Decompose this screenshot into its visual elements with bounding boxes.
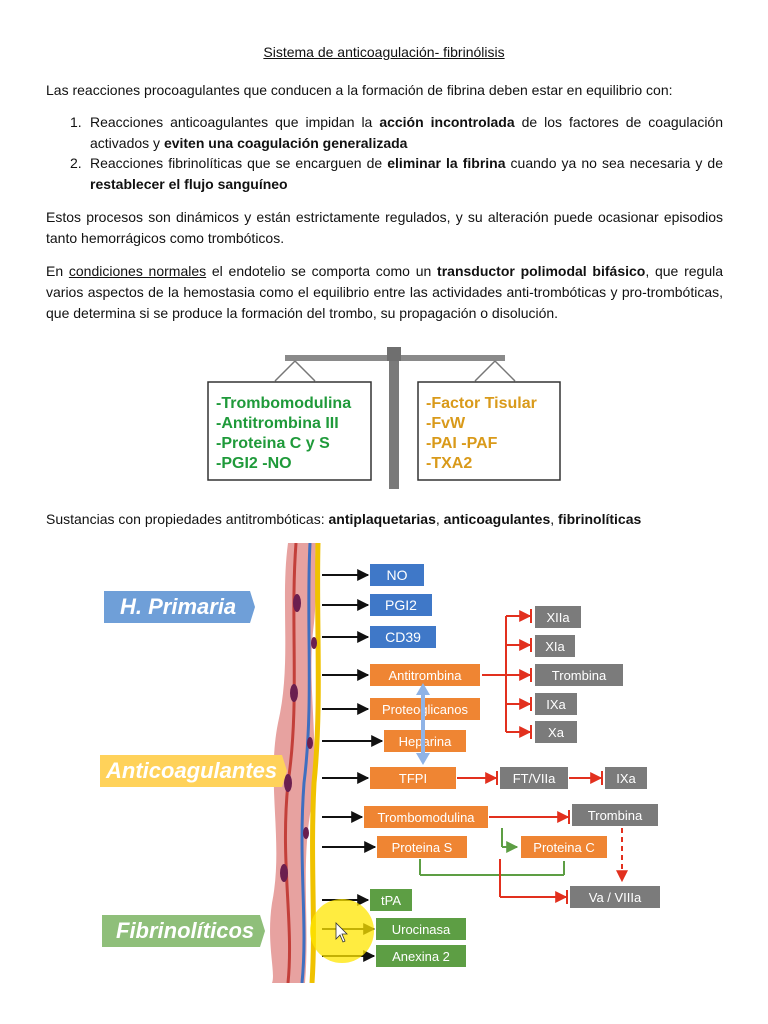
box-label: Heparina	[399, 734, 453, 749]
box-label: Anexina 2	[392, 949, 450, 964]
banner-label: Fibrinolíticos	[116, 918, 254, 943]
binding-double-arrow	[416, 683, 430, 765]
balance-pivot	[387, 347, 401, 361]
va-viiia-box	[570, 886, 660, 908]
box-label: Proteina S	[392, 840, 453, 855]
pgi2-box	[370, 594, 432, 616]
box-label: Urocinasa	[392, 922, 451, 937]
list-bold: eviten una coagulación generalizada	[163, 135, 408, 151]
box-label: PGI2	[385, 597, 417, 613]
text-run: En	[46, 263, 69, 279]
bold-text: antiplaquetarias	[328, 511, 436, 527]
box-label: Trombomodulina	[377, 810, 475, 825]
list-number: 2.	[70, 155, 82, 171]
box-label: Proteina C	[533, 840, 594, 855]
box-label: Xa	[548, 725, 565, 740]
page-title: Sistema de anticoagulación- fibrinólisis	[263, 44, 505, 60]
text-run: el endotelio se comporta como un	[206, 263, 438, 279]
box-label: IXa	[546, 697, 566, 712]
underlined-text: condiciones normales	[68, 263, 207, 279]
box-label: XIa	[545, 639, 565, 654]
text-run: , que regula varios aspectos de la hemos…	[46, 263, 723, 321]
box-label: tPA	[381, 893, 401, 908]
box-label: Antitrombina	[389, 668, 463, 683]
box-label: FT/VIIa	[513, 771, 556, 786]
balance-left-item: -Antitrombina III	[216, 415, 339, 432]
list-text: de los factores de coagulación activados…	[90, 114, 724, 151]
balance-right-item: -PAI -PAF	[426, 435, 498, 452]
trombina-box-2	[572, 804, 658, 826]
banner-fibrinoliticos: Fibrinolíticos	[102, 915, 265, 947]
banner-label: Anticoagulantes	[105, 758, 277, 783]
balance-right-item: -TXA2	[426, 455, 472, 472]
anexina-box	[376, 945, 466, 967]
list-bold: restablecer el flujo sanguíneo	[90, 176, 288, 192]
tpa-box	[370, 889, 412, 911]
list-bold: acción incontrolada	[379, 114, 515, 130]
list-text: cuando ya no sea necesaria y de	[505, 155, 723, 171]
list-bold: eliminar la fibrina	[387, 155, 506, 171]
box-label: Proteoglicanos	[382, 702, 468, 717]
anti-thrombotic-box	[207, 381, 372, 481]
balance-left-item: -Trombomodulina	[216, 395, 351, 412]
xiia-box	[535, 606, 581, 628]
separator: ,	[550, 511, 559, 527]
separator: ,	[435, 511, 444, 527]
ft-viia-box	[500, 767, 568, 789]
inhibition-arrows-tfpi	[457, 771, 603, 785]
ixa-box	[535, 693, 577, 715]
balance-left-item: -PGI2 -NO	[216, 455, 292, 472]
balance-right-item: -FvW	[426, 415, 466, 432]
banner-primaria: H. Primaria	[104, 591, 255, 623]
urocinasa-box	[376, 918, 466, 940]
paragraph-endothelium: En condiciones normales el endotelio se …	[46, 261, 723, 324]
balance-post	[389, 361, 399, 489]
proteina-s-box	[377, 836, 467, 858]
inhibition-arrows-proteina-c	[499, 859, 568, 904]
paragraph-antithrombotic: Sustancias con propiedades antitrombótic…	[46, 509, 723, 530]
balance-left-item: -Proteina C y S	[216, 435, 330, 452]
box-label: XIIa	[546, 610, 570, 625]
list-text: Reacciones anticoagulantes que impidan l…	[90, 114, 380, 130]
proteina-c-box	[521, 836, 607, 858]
box-label: TFPI	[399, 771, 427, 786]
list-number: 1.	[70, 114, 82, 130]
bold-text: fibrinolíticas	[558, 511, 642, 527]
balance-image: -Trombomodulina -Antitrombina III -Prote…	[207, 347, 561, 489]
box-label: Trombina	[552, 668, 607, 683]
box-label: IXa	[616, 771, 636, 786]
banner-anticoagulantes: Anticoagulantes	[100, 755, 287, 787]
paragraph-dynamics: Estos procesos son dinámicos y están est…	[46, 209, 723, 246]
antitrombina-box	[370, 664, 480, 686]
list-item: 2. Reacciones fibrinolíticas que se enca…	[70, 153, 723, 195]
trombomodulina-box	[364, 806, 488, 828]
list-text: Reacciones fibrinolíticas que se encargu…	[90, 155, 388, 171]
box-label: NO	[387, 567, 408, 583]
pro-thrombotic-box	[417, 381, 561, 481]
inhibition-arrows-antitrombina	[482, 609, 532, 739]
inhibition-arrows-trombomodulina	[489, 810, 628, 883]
list-item: 1. Reacciones anticoagulantes que impida…	[70, 112, 724, 154]
box-label: CD39	[385, 629, 421, 645]
text-run: Sustancias con propiedades antitrombótic…	[46, 511, 329, 527]
trombina-box	[535, 664, 623, 686]
ixa-box-2	[605, 767, 647, 789]
banner-label: H. Primaria	[120, 594, 236, 619]
xia-box	[535, 635, 575, 657]
no-box	[370, 564, 424, 586]
cd39-box	[370, 626, 436, 648]
intro-paragraph: Las reacciones procoagulantes que conduc…	[46, 82, 673, 98]
bold-text: transductor polimodal bifásico	[437, 263, 646, 279]
bold-text: anticoagulantes	[443, 511, 551, 527]
cursor-pointer-icon	[335, 922, 348, 943]
tfpi-box	[370, 767, 456, 789]
endothelium-diagram: H. Primaria Anticoagulantes Fibrinolític…	[100, 543, 660, 983]
activation-arrows	[419, 828, 565, 876]
box-label: Va / VIIIa	[589, 890, 642, 905]
xa-box	[535, 721, 577, 743]
balance-right-item: -Factor Tisular	[426, 395, 537, 412]
box-label: Trombina	[588, 808, 643, 823]
